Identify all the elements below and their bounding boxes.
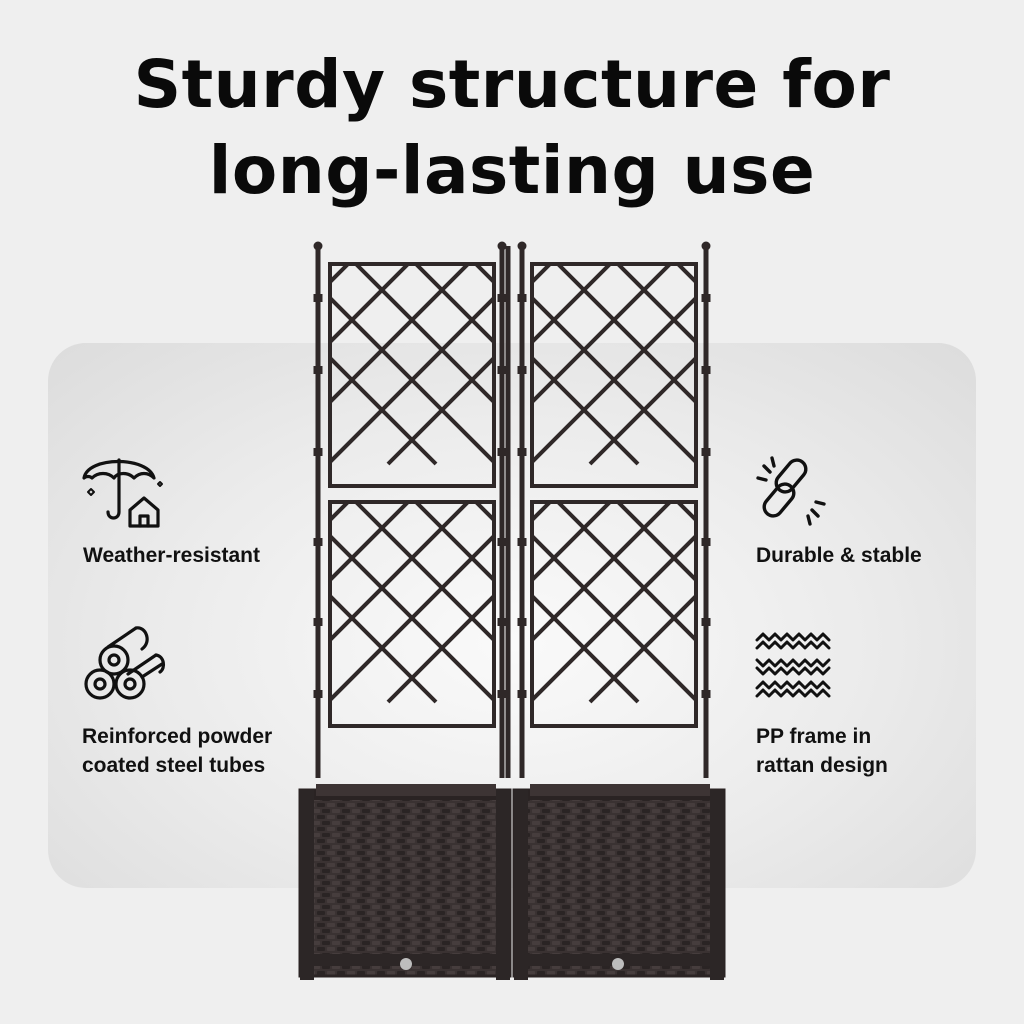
- title-line-2: long-lasting use: [208, 132, 816, 209]
- page-title: Sturdy structure for long-lasting use: [0, 42, 1024, 214]
- planter-box-right: [512, 784, 726, 980]
- trellis-left: [313, 241, 511, 778]
- trellis-planter-illustration: [298, 241, 726, 980]
- feature-durable-label: Durable & stable: [756, 544, 922, 567]
- planter-box-left: [298, 784, 512, 980]
- chain-link-icon: [756, 456, 826, 526]
- feature-weather-label: Weather-resistant: [83, 544, 261, 567]
- trellis-right: [517, 241, 711, 778]
- title-line-1: Sturdy structure for: [133, 46, 891, 123]
- umbrella-house-icon: [82, 458, 163, 528]
- feature-tubes-label: Reinforced powder coated steel tubes: [82, 725, 273, 777]
- feature-panel: [48, 343, 976, 888]
- rattan-weave-icon: [755, 632, 831, 698]
- steel-tubes-icon: [84, 626, 166, 700]
- feature-rattan-label: PP frame in rattan design: [756, 725, 888, 777]
